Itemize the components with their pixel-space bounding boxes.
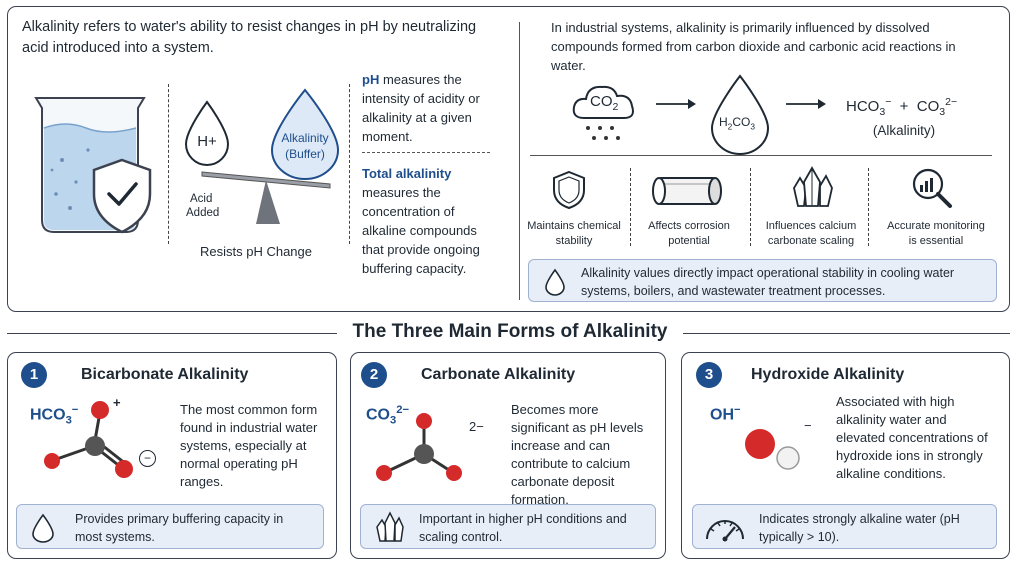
acid-added-label-2: Added: [186, 207, 220, 219]
total-alkalinity-term: Total alkalinity: [362, 166, 452, 181]
arrow-right-icon: [656, 99, 696, 109]
section-rule-left: [7, 333, 337, 334]
acid-drop-icon: [184, 100, 230, 166]
hydroxide-formula: OH−: [710, 404, 741, 424]
card-number-2: 2: [361, 362, 387, 388]
carbonate-callout: Important in higher pH conditions and sc…: [360, 504, 656, 549]
total-alkalinity-definition: Total alkalinity measures the concentrat…: [362, 164, 487, 278]
top-divider: [519, 22, 520, 300]
carbonate-description: Becomes more significant as pH levels in…: [511, 402, 644, 507]
carbonate-callout-text: Important in higher pH conditions and sc…: [419, 512, 627, 544]
bicarbonate-minus-charge: −: [139, 450, 156, 467]
left-divider-1: [168, 84, 169, 244]
resists-ph-change-label: Resists pH Change: [200, 244, 312, 259]
magnifier-chart-icon: [912, 168, 952, 208]
card-title-3: Hydroxide Alkalinity: [751, 366, 905, 383]
pipe-icon: [652, 177, 722, 205]
acid-added-label-1: Acid: [190, 193, 213, 205]
shield-icon: [553, 170, 585, 210]
card-number-3: 3: [696, 362, 722, 388]
hydroxide-description: Associated with high alkalinity water an…: [836, 394, 988, 481]
total-alkalinity-description: measures the concentration of alkaline c…: [362, 185, 480, 276]
impact-divider-2: [750, 168, 751, 246]
hydroxide-callout-text: Indicates strongly alkaline water (pH ty…: [759, 512, 960, 544]
impact-divider-3: [868, 168, 869, 246]
products-formula: HCO3− + CO32−: [846, 96, 958, 118]
cloud-icon: [572, 85, 634, 140]
bicarbonate-callout: Provides primary buffering capacity in m…: [16, 504, 324, 549]
carbonate-charge: 2−: [469, 419, 484, 434]
carbonic-acid-drop-icon: [710, 74, 770, 155]
alkalinity-buffer-label-1: Alkalinity: [281, 131, 329, 145]
right-separator: [530, 155, 992, 156]
bicarbonate-plus-charge: +: [113, 395, 121, 410]
balance-scale-icon: [201, 171, 331, 224]
crystal-icon: [376, 511, 404, 542]
carbonate-formula: CO32−: [366, 404, 409, 427]
co2-formula: CO2: [590, 93, 619, 113]
buffer-drop-icon: [270, 88, 340, 180]
alkalinity-products-label: (Alkalinity): [872, 123, 936, 138]
water-drop-icon: [545, 268, 565, 296]
ph-description: measures the intensity of acidity or alk…: [362, 72, 480, 144]
alkalinity-buffer-label-2: (Buffer): [285, 147, 325, 161]
operational-callout-text: Alkalinity values directly impact operat…: [581, 266, 955, 298]
definition-divider: [362, 152, 490, 153]
card-title-1: Bicarbonate Alkalinity: [81, 366, 249, 383]
industrial-intro: In industrial systems, alkalinity is pri…: [551, 20, 956, 73]
gauge-icon: [706, 520, 744, 542]
beaker-shield-icon: [34, 97, 152, 234]
left-divider-2: [349, 84, 350, 244]
impact-divider-1: [630, 168, 631, 246]
bicarbonate-molecule-icon: [44, 401, 133, 478]
hydroxide-charge: −: [804, 418, 812, 433]
operational-callout: Alkalinity values directly impact operat…: [528, 259, 997, 302]
bicarbonate-formula: HCO3−: [30, 404, 79, 427]
alkalinity-intro: Alkalinity refers to water's ability to …: [22, 19, 477, 56]
h2co3-formula: H2CO3: [719, 115, 756, 132]
card-title-2: Carbonate Alkalinity: [421, 366, 576, 383]
bicarbonate-callout-text: Provides primary buffering capacity in m…: [75, 512, 284, 544]
section-title: The Three Main Forms of Alkalinity: [352, 321, 668, 342]
ph-term: pH: [362, 72, 380, 87]
bicarbonate-description: The most common form found in industrial…: [180, 402, 318, 489]
arrow-right-icon-2: [786, 99, 826, 109]
water-drop-icon: [32, 513, 54, 543]
hydroxide-molecule-icon: [745, 429, 800, 470]
crystal-icon: [793, 166, 833, 207]
h-plus-label: H+: [197, 133, 217, 150]
section-rule-right: [683, 333, 1010, 334]
card-number-1: 1: [21, 362, 47, 388]
carbonate-molecule-icon: [376, 413, 462, 481]
ph-definition: pH measures the intensity of acidity or …: [362, 70, 497, 146]
hydroxide-callout: Indicates strongly alkaline water (pH ty…: [692, 504, 997, 549]
